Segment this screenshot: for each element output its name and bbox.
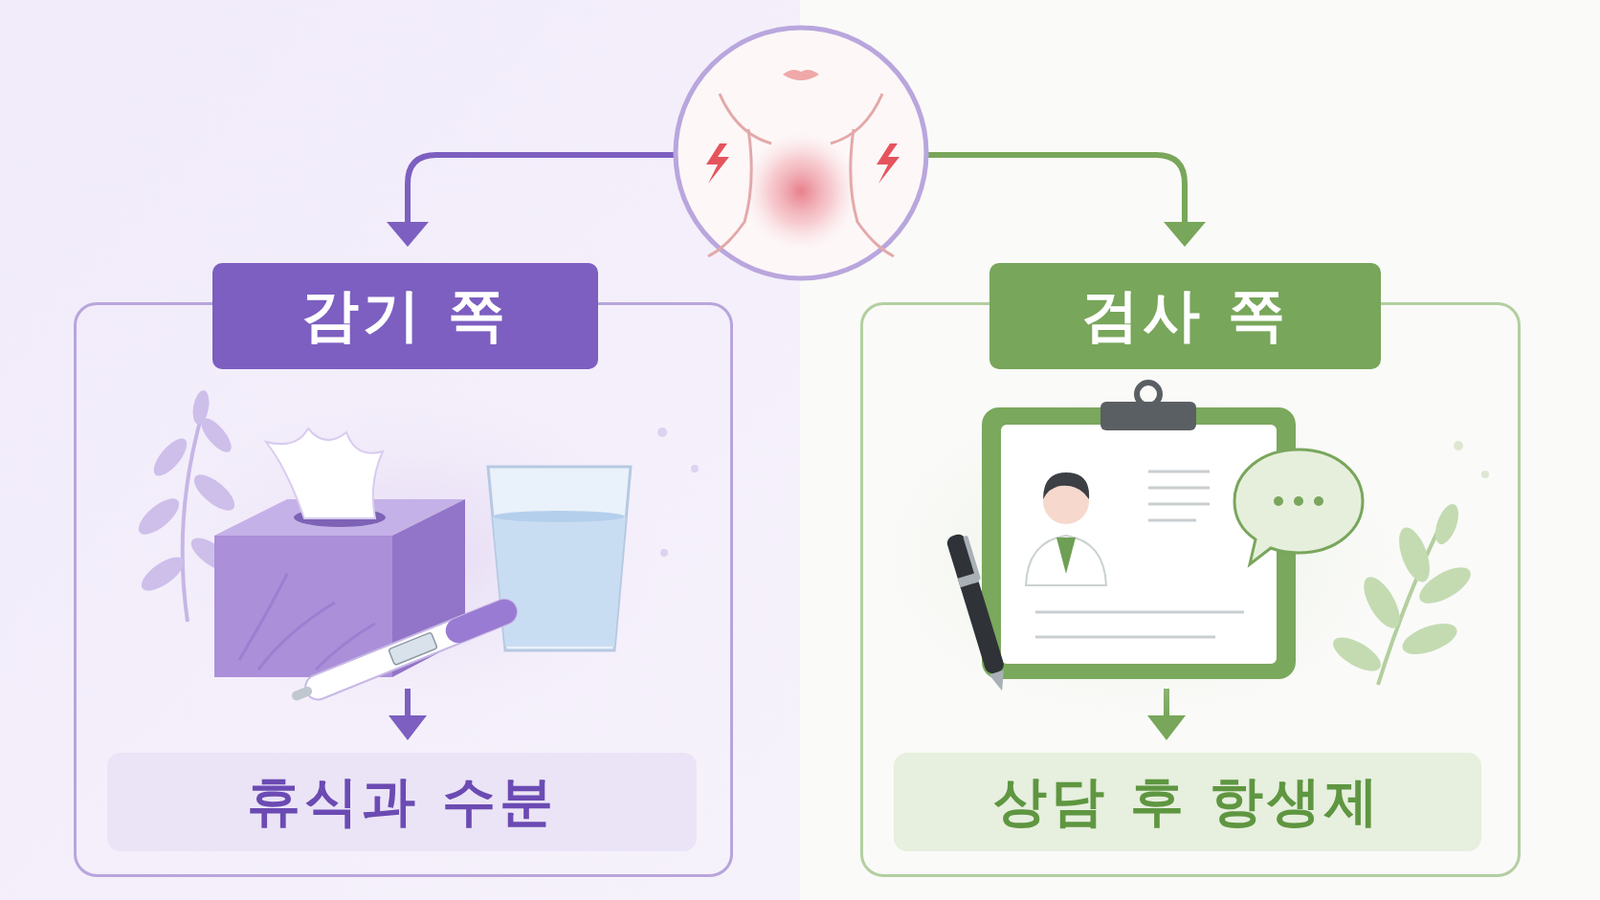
cold-care-illustration — [133, 389, 699, 718]
group-panel: 검사 쪽상담 후 항생제 — [860, 302, 1521, 878]
neck-line — [708, 129, 752, 257]
group-panel: 감기 쪽휴식과 수분 — [73, 302, 734, 878]
thermometer-body — [301, 596, 521, 705]
arrow-head — [388, 715, 427, 741]
leaf — [148, 433, 193, 482]
pain-bolt — [706, 143, 730, 184]
thermometer-tip — [290, 685, 314, 703]
text-line — [1035, 611, 1245, 615]
box-pattern — [239, 574, 376, 670]
tissue — [266, 428, 383, 519]
text-line — [1148, 519, 1197, 523]
thermometer — [288, 596, 521, 711]
group-heading: 검사 쪽 — [989, 263, 1381, 370]
decor-dot — [657, 427, 667, 438]
leaf — [1414, 560, 1477, 612]
leaf — [1328, 631, 1386, 679]
lips — [782, 69, 820, 81]
leaf — [188, 468, 241, 517]
leaf — [190, 389, 212, 426]
result-text: 휴식과 수분 — [246, 766, 557, 840]
thermometer-display — [388, 632, 438, 667]
icon-circle — [675, 27, 927, 279]
text-line — [1148, 487, 1210, 490]
pain-bolt — [876, 143, 900, 184]
doctor-shirt — [1056, 537, 1076, 575]
jaw-line — [830, 93, 883, 144]
bubble-dot — [1313, 496, 1324, 507]
leaf — [1430, 501, 1464, 548]
result-box: 상담 후 항생제 — [893, 753, 1482, 852]
bubble-dot — [1273, 496, 1284, 507]
result-text: 상담 후 항생제 — [993, 766, 1383, 840]
group-heading: 감기 쪽 — [212, 263, 599, 370]
inflamed-area — [743, 132, 859, 251]
arrow-head — [1147, 715, 1186, 741]
decor-dot — [1453, 441, 1464, 451]
flow-arrow — [928, 155, 1185, 228]
pen — [945, 532, 1015, 694]
bubble-dot — [1293, 496, 1304, 507]
pen-barrel — [945, 533, 1006, 676]
clipboard-paper — [1000, 424, 1277, 665]
text-line — [1148, 470, 1210, 474]
text-line — [1148, 503, 1210, 507]
water-surface — [492, 511, 625, 523]
decor-dot — [1481, 470, 1489, 479]
flow-arrow — [407, 155, 674, 228]
pen-clip — [962, 535, 981, 581]
water — [492, 516, 626, 647]
text-line — [1035, 636, 1216, 640]
arrow-head — [386, 222, 429, 247]
decor-dot — [660, 549, 668, 557]
clip-ring — [1136, 382, 1160, 406]
clipboard — [981, 407, 1296, 680]
result-arrow — [404, 688, 411, 720]
soft-blob — [880, 392, 1398, 718]
soft-blob — [162, 392, 661, 718]
doctor-coat — [1025, 535, 1107, 586]
result-box: 휴식과 수분 — [107, 753, 697, 852]
leaf — [1398, 618, 1461, 662]
arrow-head — [1163, 222, 1206, 247]
leaf — [1393, 523, 1437, 586]
leaf — [1356, 572, 1408, 635]
test-consult-illustration — [880, 382, 1489, 718]
jaw-line — [719, 93, 772, 144]
doctor-hair — [1043, 472, 1089, 500]
decor-dot — [690, 465, 699, 473]
leaf — [133, 492, 185, 541]
leaf — [135, 551, 189, 598]
sore-throat-icon — [675, 27, 927, 279]
thermometer-cap — [442, 596, 521, 647]
pen-tip — [989, 670, 1010, 694]
speech-bubble — [1234, 449, 1363, 565]
